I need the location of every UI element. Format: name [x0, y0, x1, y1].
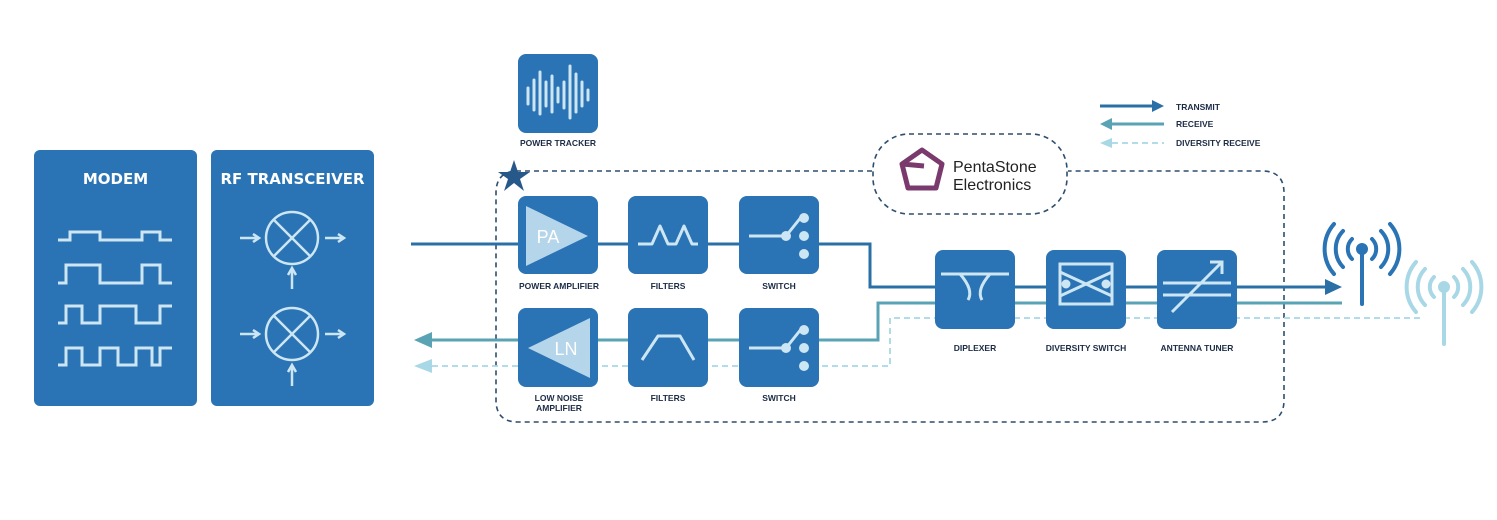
- antenna-icon: [1404, 260, 1484, 346]
- legend-receive: RECEIVE: [1176, 119, 1214, 129]
- waveform-icon: [58, 230, 172, 367]
- switch-rx-block: SWITCH: [739, 308, 819, 403]
- triangle-amplifier-icon: [526, 206, 588, 266]
- diversity-switch-label: DIVERSITY SWITCH: [1046, 343, 1127, 353]
- waveform-icon: [526, 64, 590, 120]
- transmit-line-arrow: [1325, 279, 1342, 295]
- receive-line-arrow: [414, 332, 432, 348]
- switch-rx-label: SWITCH: [762, 393, 796, 403]
- diplexer-block: DIPLEXER: [935, 250, 1015, 353]
- switch-tx-block: SWITCH: [739, 196, 819, 291]
- filter-icon: [638, 224, 698, 246]
- pentagon-logo-icon: [899, 147, 945, 191]
- power-amplifier-block: PA POWER AMPLIFIER: [518, 196, 599, 291]
- diversity-receive-line: [430, 317, 1420, 367]
- antenna-tuner-block: ANTENNA TUNER: [1157, 250, 1237, 353]
- power-amplifier-label: POWER AMPLIFIER: [519, 281, 599, 291]
- diversity-receive-arrow: [414, 359, 432, 373]
- filters-tx-block: FILTERS: [628, 196, 708, 291]
- filters-tx-label: FILTERS: [651, 281, 686, 291]
- logo-bubble: [872, 133, 1068, 215]
- switch-icon: [749, 325, 809, 371]
- filter-icon: [640, 334, 696, 361]
- frontend-module-border: [495, 170, 1285, 423]
- power-tracker-block: POWER TRACKER: [518, 54, 598, 148]
- diplexer-icon: [941, 272, 1009, 301]
- diplexer-label: DIPLEXER: [954, 343, 997, 353]
- mixer-icon: [240, 210, 347, 289]
- crossover-icon: [1058, 262, 1114, 306]
- ln-icon-text: LN: [554, 339, 577, 359]
- lna-label-line1: LOW NOISE: [535, 393, 584, 403]
- mixer-icon: [240, 306, 347, 386]
- filters-rx-block: FILTERS: [628, 308, 708, 403]
- triangle-amplifier-icon: [528, 318, 590, 378]
- legend-diversity-receive: DIVERSITY RECEIVE: [1176, 138, 1261, 148]
- logo-line2: Electronics: [953, 177, 1031, 194]
- diversity-switch-block: DIVERSITY SWITCH: [1046, 250, 1127, 353]
- antenna-tuner-label: ANTENNA TUNER: [1161, 343, 1234, 353]
- filters-rx-label: FILTERS: [651, 393, 686, 403]
- modem-title: MODEM: [83, 170, 148, 188]
- tuner-icon: [1163, 260, 1231, 314]
- switch-icon: [749, 213, 809, 259]
- rf-transceiver-title: RF TRANSCEIVER: [220, 170, 364, 188]
- legend: TRANSMIT RECEIVE DIVERSITY RECEIVE: [1100, 100, 1261, 148]
- power-tracker-label: POWER TRACKER: [520, 138, 596, 148]
- pa-icon-text: PA: [537, 227, 560, 247]
- legend-transmit: TRANSMIT: [1176, 102, 1221, 112]
- antenna-icon: [1322, 222, 1402, 306]
- modem-block: MODEM: [34, 150, 197, 406]
- switch-tx-label: SWITCH: [762, 281, 796, 291]
- logo-line1: PentaStone: [953, 159, 1037, 176]
- rf-transceiver-block: RF TRANSCEIVER: [211, 150, 374, 406]
- star-icon: [498, 160, 530, 191]
- lna-label-line2: AMPLIFIER: [536, 403, 582, 413]
- low-noise-amplifier-block: LN LOW NOISE AMPLIFIER: [518, 308, 598, 413]
